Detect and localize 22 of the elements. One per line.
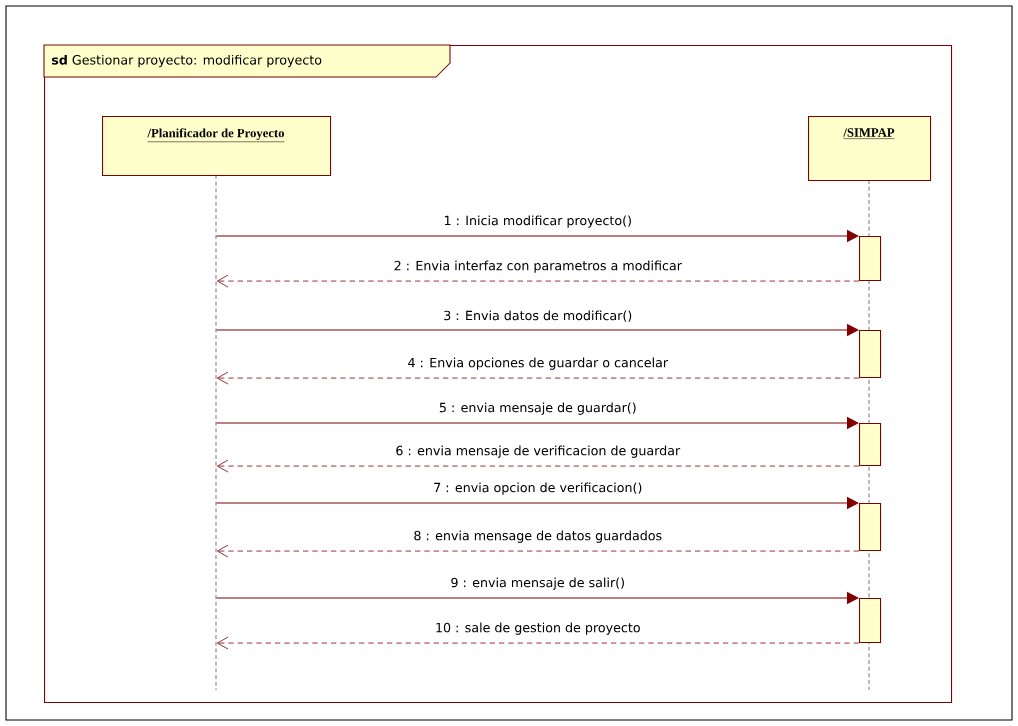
message-label: 7 : envia opcion de verificacion() — [431, 481, 644, 497]
message-label: 2 : Envia interfaz con parametros a modificar — [392, 259, 684, 275]
message-label: 1 : Inicia modificar proyecto() — [442, 214, 634, 230]
message-arrow — [216, 371, 860, 385]
message-label: 5 : envia mensaje de guardar() — [437, 401, 638, 417]
message-arrow — [216, 274, 860, 288]
message-label: 9 : envia mensaje de salir() — [449, 576, 627, 592]
activation-bar — [859, 236, 882, 282]
lifeline-box: /SIMPAP — [808, 116, 932, 182]
message-arrow — [216, 636, 860, 650]
message-label: 8 : envia mensage de datos guardados — [412, 529, 664, 545]
message-label: 10 : sale de gestion de proyecto — [433, 621, 642, 637]
activation-bar — [859, 423, 882, 467]
activation-bar — [859, 330, 882, 379]
message-arrow — [216, 544, 860, 558]
activation-bar — [859, 598, 882, 644]
message-arrow — [216, 459, 860, 473]
lifeline-box: /Planificador de Proyecto — [102, 116, 332, 177]
message-label: 6 : envia mensaje de verificacion de guardar — [394, 444, 682, 460]
activation-bar — [859, 503, 882, 552]
message-label: 3 : Envia datos de modificar() — [441, 309, 634, 324]
message-label: 4 : Envia opciones de guardar o cancelar — [406, 356, 670, 372]
